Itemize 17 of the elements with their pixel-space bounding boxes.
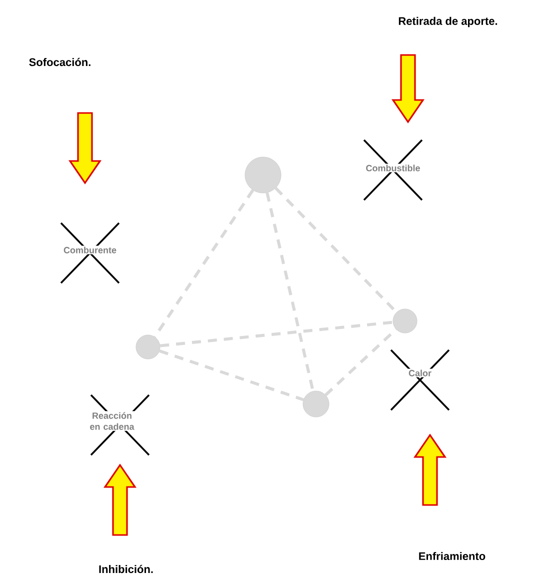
heading: Sofocación. [29, 58, 90, 66]
heading: Inhibición. [99, 564, 153, 574]
vertex-circle [244, 156, 282, 194]
dashed-line [154, 189, 254, 338]
dashed-line [159, 350, 304, 402]
vertex-label: Combustible [364, 164, 422, 172]
vertex-circle [392, 308, 418, 334]
dashed-line [160, 320, 394, 348]
heading: Enfriamiento [419, 552, 486, 560]
vertex-label: Reacción en cadena [80, 411, 144, 431]
heading: Retirada de aporte. [398, 16, 498, 28]
dashed-line [324, 328, 398, 396]
vertex-circle [302, 390, 330, 418]
dashed-line [266, 192, 314, 392]
vertex-label: Comburente [62, 246, 118, 254]
vertex-label: Calor [408, 368, 432, 378]
vertex-circle [136, 334, 160, 360]
